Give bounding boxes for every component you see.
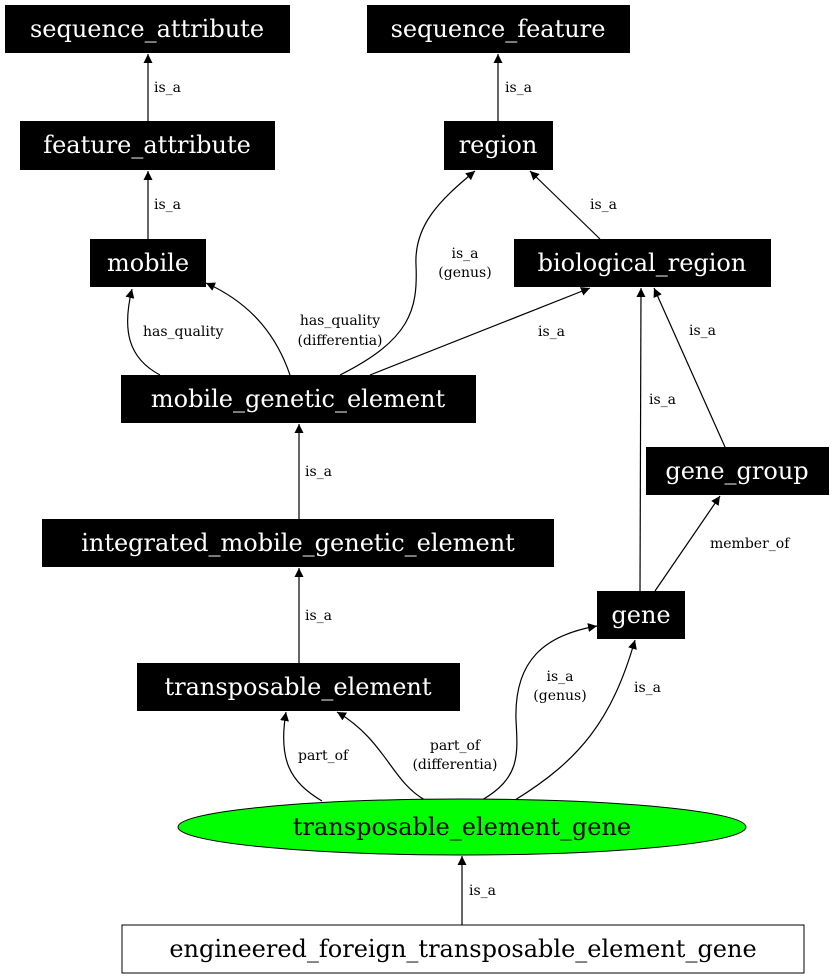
edge-label: is_a [546, 669, 573, 685]
node-label: gene_group [665, 457, 808, 485]
node-transposable_element_gene[interactable]: transposable_element_gene [177, 798, 747, 856]
edge-label: is_a [634, 680, 661, 696]
edge-label: (differentia) [412, 757, 497, 773]
edge-teg-gene-genus [481, 623, 598, 801]
edge-teg-te-differentia [336, 711, 426, 801]
edges: is_a is_a is_a is_a has_quality has_qual… [125, 54, 791, 925]
node-integrated_mobile_genetic_element[interactable]: integrated_mobile_genetic_element [42, 519, 554, 567]
edge-gene-biological_region [636, 287, 646, 592]
edge-label: is_a [689, 323, 716, 339]
node-region[interactable]: region [444, 121, 553, 170]
edge-label: (genus) [533, 688, 586, 704]
edge-gene_group-biological_region [653, 287, 726, 448]
edge-label: is_a [469, 883, 496, 899]
node-label: transposable_element [164, 673, 431, 701]
edge-label: is_a [538, 324, 565, 340]
node-gene_group[interactable]: gene_group [646, 447, 829, 495]
edge-biological_region-region [529, 170, 601, 240]
edge-label: has_quality [300, 313, 380, 329]
edge-label: member_of [710, 536, 791, 552]
node-feature_attribute[interactable]: feature_attribute [20, 121, 275, 170]
edge-label: is_a [590, 197, 617, 213]
node-label: sequence_attribute [30, 15, 264, 43]
node-label: region [459, 131, 538, 159]
edge-label: is_a [154, 197, 181, 213]
node-mobile_genetic_element[interactable]: mobile_genetic_element [121, 375, 476, 423]
edge-teg-te-part_of [280, 711, 323, 802]
edge-label: (genus) [438, 265, 491, 281]
node-label: feature_attribute [43, 131, 251, 159]
edge-label: part_of [430, 738, 482, 754]
node-label: mobile_genetic_element [151, 385, 446, 413]
edge-teg-gene [514, 639, 637, 801]
node-sequence_feature[interactable]: sequence_feature [367, 5, 630, 53]
edge-label: is_a [451, 246, 478, 262]
node-label: transposable_element_gene [293, 813, 631, 841]
edge-mge-region-genus [339, 170, 476, 376]
edge-label: (differentia) [297, 333, 382, 349]
edge-mge-mobile-differentia [205, 282, 291, 376]
edge-label: is_a [649, 392, 676, 408]
node-sequence_attribute[interactable]: sequence_attribute [5, 5, 290, 53]
edge-label: has_quality [143, 324, 223, 340]
edge-label: is_a [154, 80, 181, 96]
node-gene[interactable]: gene [597, 591, 685, 639]
node-label: engineered_foreign_transposable_element_… [169, 935, 756, 963]
node-label: mobile [107, 249, 189, 277]
node-label: integrated_mobile_genetic_element [81, 529, 515, 557]
node-label: sequence_feature [391, 15, 606, 43]
node-transposable_element[interactable]: transposable_element [137, 663, 460, 711]
node-biological_region[interactable]: biological_region [514, 239, 771, 287]
edge-gene-gene_group [654, 495, 721, 592]
node-engineered_foreign_transposable_element_gene[interactable]: engineered_foreign_transposable_element_… [121, 924, 805, 974]
node-label: biological_region [538, 249, 747, 277]
edge-mge-mobile-has_quality [125, 288, 161, 376]
node-label: gene [611, 601, 670, 629]
edge-label: is_a [305, 608, 332, 624]
edge-label: is_a [505, 80, 532, 96]
edge-label: part_of [298, 748, 350, 764]
node-mobile[interactable]: mobile [90, 239, 206, 287]
edge-mge-biological_region [369, 287, 591, 376]
edge-label: is_a [305, 464, 332, 480]
